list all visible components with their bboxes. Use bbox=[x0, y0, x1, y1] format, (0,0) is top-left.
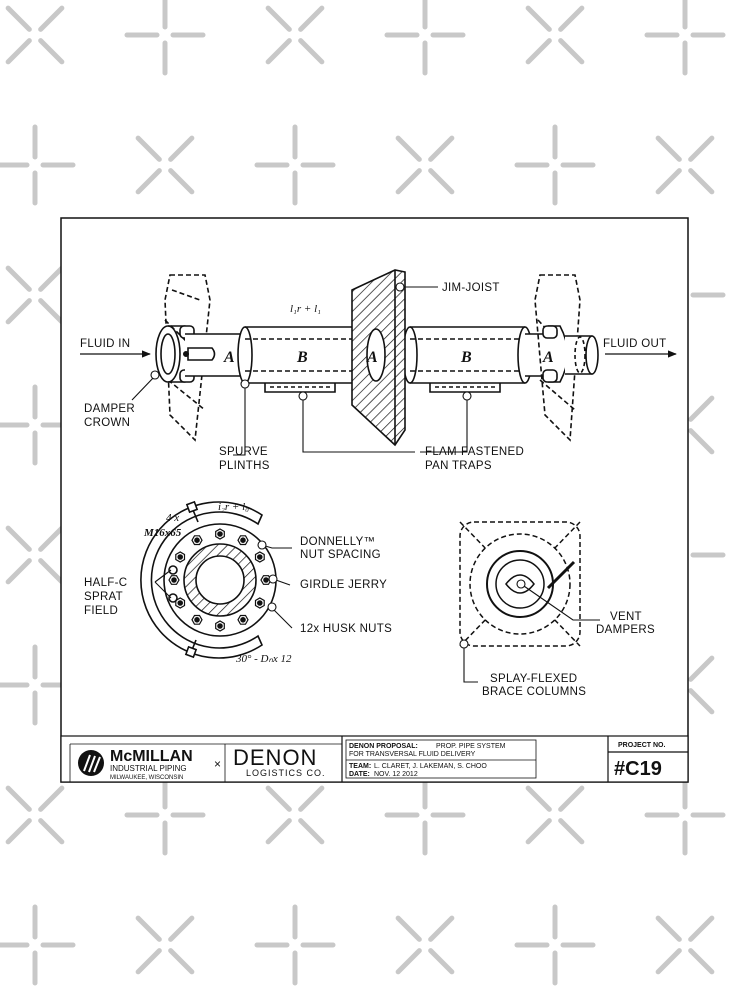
husk-nut-center bbox=[217, 623, 223, 629]
watermark-plus-icon bbox=[254, 124, 336, 206]
donnelly-label-1: DONNELLY™ bbox=[300, 536, 375, 548]
fluid-in-label: FLUID IN bbox=[80, 338, 130, 350]
husk-nut-center bbox=[240, 616, 246, 623]
watermark-plus-icon bbox=[0, 904, 76, 986]
watermark-x-icon bbox=[135, 135, 195, 195]
splay-label-1: SPLAY-FLEXED bbox=[490, 673, 577, 685]
husk-nut-center bbox=[256, 600, 263, 606]
watermark-plus-icon bbox=[514, 124, 596, 206]
cross-mark: × bbox=[214, 757, 221, 771]
brand-name: McMILLAN bbox=[110, 748, 193, 765]
date-label: DATE: bbox=[349, 771, 370, 778]
segment-a-right: A bbox=[542, 349, 554, 366]
vent-label-2: DAMPERS bbox=[596, 624, 655, 636]
team-value: L. CLARET, J. LAKEMAN, S. CHOO bbox=[374, 763, 487, 770]
girdle-label: GIRDLE JERRY bbox=[300, 579, 387, 591]
husk-nut-center bbox=[217, 531, 223, 537]
watermark-x-icon bbox=[5, 785, 65, 845]
jim-joist-label: JIM-JOIST bbox=[442, 282, 500, 294]
team-label: TEAM: bbox=[349, 763, 371, 770]
denon-sub: LOGISTICS CO. bbox=[246, 768, 326, 778]
watermark-x-icon bbox=[655, 915, 715, 975]
splay-label-2: BRACE COLUMNS bbox=[482, 686, 586, 698]
pipe-assembly bbox=[155, 269, 599, 447]
date-value: NOV. 12 2012 bbox=[374, 771, 418, 778]
watermark-x-icon bbox=[265, 785, 325, 845]
watermark-plus-icon bbox=[124, 0, 206, 76]
watermark-x-icon bbox=[5, 265, 65, 325]
watermark-x-icon bbox=[395, 135, 455, 195]
bolt-count: 4 x bbox=[166, 512, 179, 524]
watermark-x-icon bbox=[135, 915, 195, 975]
watermark-plus-icon bbox=[0, 124, 76, 206]
watermark-x-icon bbox=[525, 785, 585, 845]
half-c-label-2: SPRAT bbox=[84, 591, 123, 603]
proposal-line-2: FOR TRANSVERSAL FLUID DELIVERY bbox=[349, 751, 476, 758]
watermark-x-icon bbox=[525, 5, 585, 65]
watermark-x-icon bbox=[5, 525, 65, 585]
half-c-label-3: FIELD bbox=[84, 605, 118, 617]
brand-location: MILWAUKEE, WISCONSIN bbox=[110, 775, 183, 781]
damper-crown-label-1: DAMPER bbox=[84, 403, 135, 415]
watermark-x-icon bbox=[265, 5, 325, 65]
flam-label-1: FLAM-FASTENED bbox=[425, 446, 524, 458]
proposal-label: DENON PROPOSAL: bbox=[349, 743, 418, 750]
formula-angle: 30° - Dₙx 12 bbox=[235, 653, 292, 665]
project-label: PROJECT NO. bbox=[618, 742, 666, 749]
mcmillan-logo-icon bbox=[78, 750, 104, 776]
husk-nut-center bbox=[263, 577, 269, 583]
formula-top: l₁r + l₁ bbox=[290, 303, 321, 315]
vent-label-1: VENT bbox=[610, 611, 642, 623]
half-c-label-1: HALF-C bbox=[84, 577, 127, 589]
husk-label: 12x HUSK NUTS bbox=[300, 623, 392, 635]
spurve-label-2: PLINTHS bbox=[219, 460, 270, 472]
watermark-x-icon bbox=[655, 135, 715, 195]
segment-a-left: A bbox=[223, 349, 235, 366]
watermark-x-icon bbox=[5, 5, 65, 65]
project-number: #C19 bbox=[614, 758, 662, 780]
fluid-out-label: FLUID OUT bbox=[603, 338, 666, 350]
bolt-size: M16x65 bbox=[143, 527, 182, 539]
husk-nut-center bbox=[240, 537, 246, 544]
spurve-label-1: SPURVE bbox=[219, 446, 268, 458]
title-block bbox=[60, 735, 689, 783]
segment-b-right: B bbox=[460, 349, 472, 366]
segment-b-left: B bbox=[296, 349, 308, 366]
husk-nut-center bbox=[177, 600, 183, 606]
watermark-x-icon bbox=[395, 915, 455, 975]
watermark-plus-icon bbox=[644, 0, 726, 76]
segment-a-center: A bbox=[366, 349, 378, 366]
damper-crown-label-2: CROWN bbox=[84, 417, 130, 429]
denon-name: DENON bbox=[233, 745, 317, 770]
watermark-plus-icon bbox=[254, 904, 336, 986]
husk-nut-group bbox=[168, 528, 272, 632]
watermark-plus-icon bbox=[644, 774, 726, 856]
watermark-plus-icon bbox=[124, 774, 206, 856]
brand-sub: INDUSTRIAL PIPING bbox=[110, 764, 187, 773]
husk-nut-center bbox=[171, 577, 177, 583]
husk-nut-center bbox=[177, 554, 183, 560]
flange-ring-detail bbox=[140, 500, 277, 659]
watermark-plus-icon bbox=[384, 0, 466, 76]
husk-nut-center bbox=[194, 616, 200, 623]
husk-nut-center bbox=[194, 537, 200, 544]
donnelly-label-2: NUT SPACING bbox=[300, 549, 381, 561]
watermark-plus-icon bbox=[514, 904, 596, 986]
flam-label-2: PAN TRAPS bbox=[425, 460, 492, 472]
formula-ring: i₂r + l₀ bbox=[218, 501, 249, 513]
proposal-line-1: PROP. PIPE SYSTEM bbox=[436, 743, 506, 750]
husk-nut-center bbox=[256, 554, 263, 560]
